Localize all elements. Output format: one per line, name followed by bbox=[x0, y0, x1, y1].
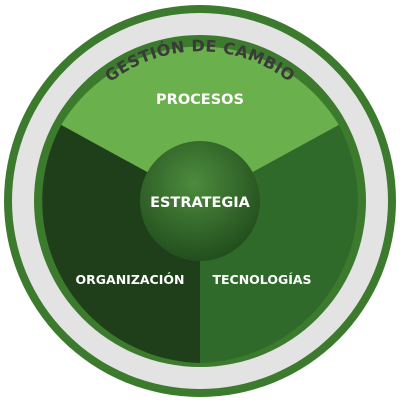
center-strategy-circle bbox=[140, 141, 260, 261]
label-procesos: PROCESOS bbox=[156, 92, 244, 108]
label-organizacion: ORGANIZACIÓN bbox=[76, 272, 185, 287]
label-center: ESTRATEGIA bbox=[150, 195, 251, 211]
segment-procesos bbox=[61, 46, 339, 202]
label-tecnologias: TECNOLOGÍAS bbox=[212, 272, 311, 287]
